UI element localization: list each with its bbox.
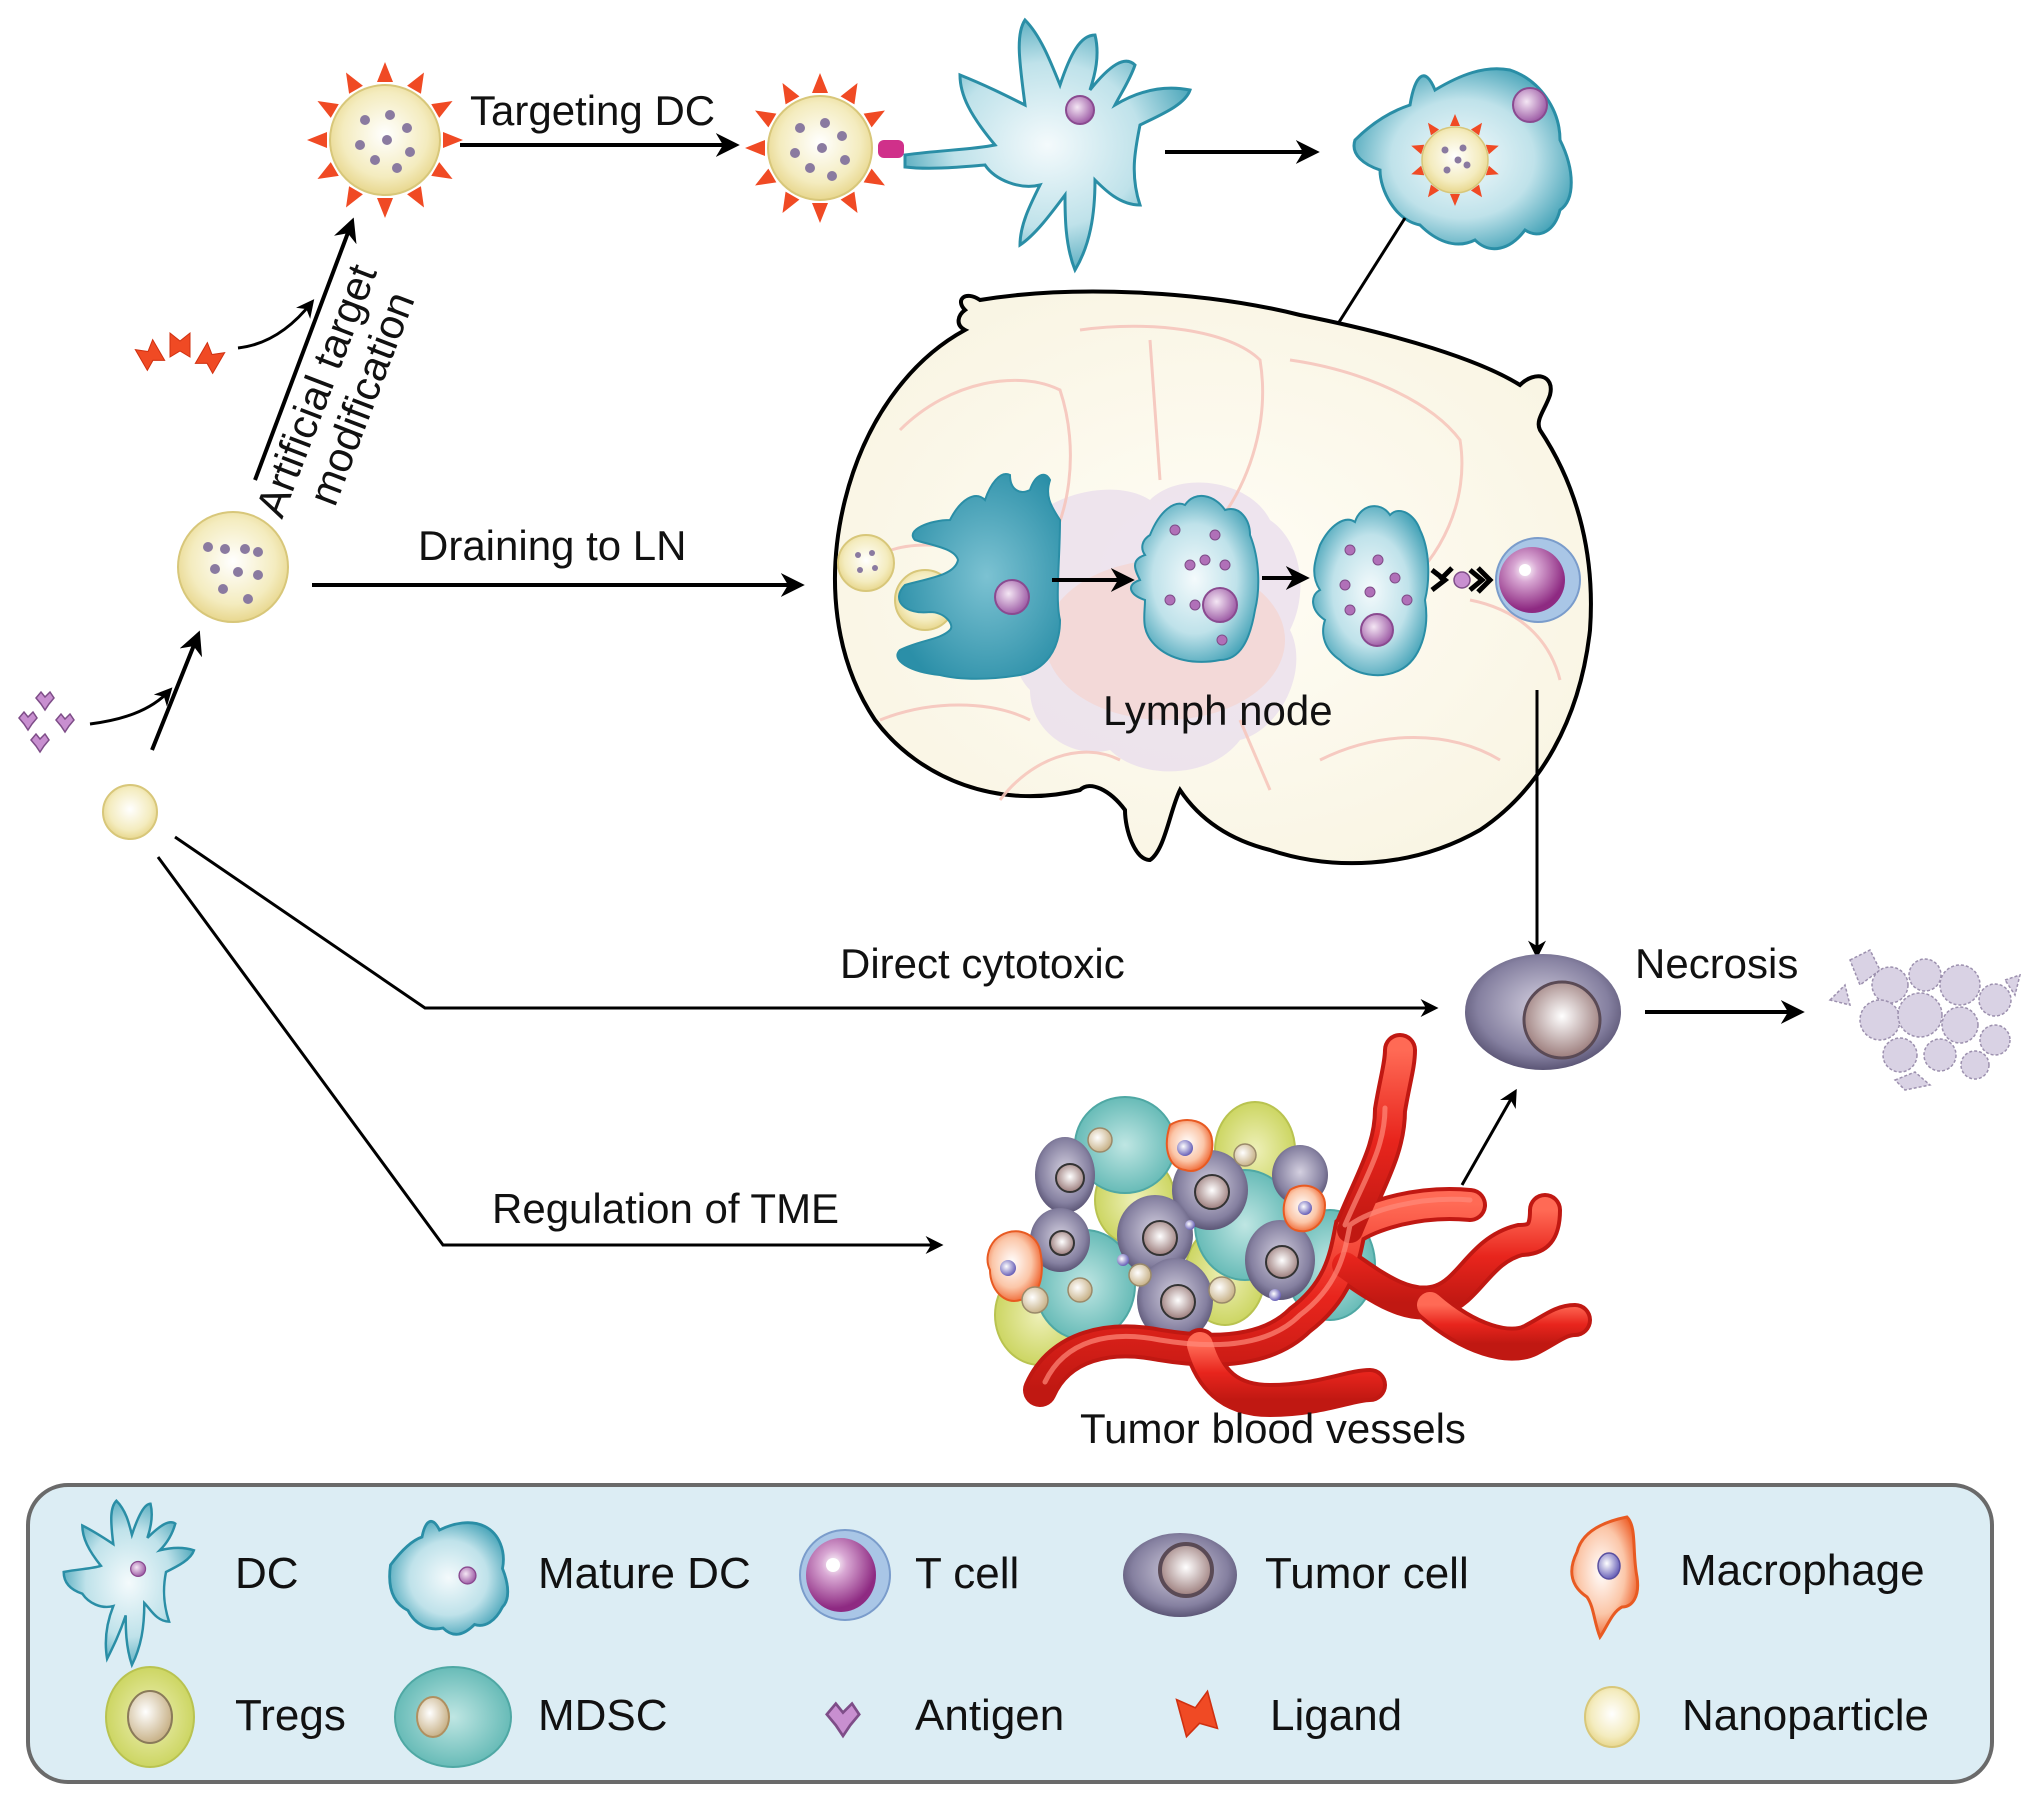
ligand-spikes <box>307 62 463 218</box>
mature-dc-icon <box>388 1520 510 1636</box>
dc-icon <box>62 1498 196 1669</box>
nanoparticle <box>102 784 158 840</box>
legend-label-tregs: Tregs <box>235 1691 346 1740</box>
dendritic-cell <box>903 17 1192 274</box>
legend-label-t-cell: T cell <box>915 1549 1019 1598</box>
free-ligands <box>134 332 226 374</box>
legend-label-mature-dc: Mature DC <box>538 1549 751 1598</box>
antigen-cargo <box>355 110 415 173</box>
label-tumor-blood-vessels: Tumor blood vessels <box>1080 1405 1466 1452</box>
targeted-nanoparticle-1 <box>307 62 463 218</box>
legend-label-antigen: Antigen <box>915 1691 1064 1740</box>
legend-label-dc: DC <box>235 1549 299 1598</box>
arrow-regulation-of-tme <box>156 856 944 1254</box>
legend-label-nanoparticle: Nanoparticle <box>1682 1691 1929 1740</box>
arrow-to-loaded-nanoparticle <box>150 630 203 751</box>
legend-label-macrophage: Macrophage <box>1680 1546 1925 1595</box>
tumor-cell-target <box>1465 954 1621 1070</box>
label-regulation-of-tme: Regulation of TME <box>492 1185 839 1232</box>
mature-dc-with-nanoparticle <box>1352 67 1573 251</box>
t-cell-in-lymph-node <box>1495 537 1581 623</box>
dc-engulfing-nanoparticle <box>896 473 1062 680</box>
label-direct-cytotoxic: Direct cytotoxic <box>840 940 1125 987</box>
receptor-binding <box>878 140 904 158</box>
dc-processing-antigen <box>1130 495 1260 663</box>
label-necrosis: Necrosis <box>1635 940 1798 987</box>
treg-icon <box>105 1666 195 1768</box>
label-artificial-target-modification: Artificial target modification <box>247 258 424 524</box>
mature-dc-presenting <box>1312 505 1430 677</box>
lymph-node-trabeculae <box>869 324 1562 801</box>
necrotic-debris <box>1828 948 2022 1091</box>
arrow-artificial-target-modification <box>253 217 357 481</box>
arrow-ligand-attach <box>237 299 315 350</box>
label-targeting-dc: Targeting DC <box>470 87 715 134</box>
targeted-nanoparticle-2 <box>745 73 885 223</box>
arrow-tme-to-tumor <box>1460 1088 1517 1186</box>
arrow-antigen-loading <box>89 687 173 726</box>
arrow-direct-cytotoxic <box>174 835 1439 1017</box>
legend-label-tumor-cell: Tumor cell <box>1265 1549 1469 1598</box>
presented-antigen <box>1453 571 1471 589</box>
macrophage-icon <box>1570 1515 1640 1641</box>
legend: DC Mature DC T cell Tumor cell Macrophag… <box>26 1483 1994 1784</box>
mdsc-icon <box>394 1666 512 1768</box>
legend-box <box>26 1483 1994 1784</box>
legend-label-ligand: Ligand <box>1270 1691 1402 1740</box>
label-draining-to-ln: Draining to LN <box>418 522 686 569</box>
free-antigens <box>18 691 75 753</box>
tumor-blood-vessels <box>1023 1033 1592 1418</box>
t-cell-icon <box>799 1529 891 1621</box>
label-lymph-node: Lymph node <box>1103 687 1333 734</box>
dc-nucleus <box>1065 95 1095 125</box>
mhc-tcr-synapse <box>1430 566 1494 594</box>
tumor-cell-icon <box>1123 1533 1237 1617</box>
nanoparticle-icon <box>1584 1686 1640 1748</box>
legend-label-mdsc: MDSC <box>538 1691 668 1740</box>
antigen-loaded-nanoparticle <box>177 511 289 623</box>
